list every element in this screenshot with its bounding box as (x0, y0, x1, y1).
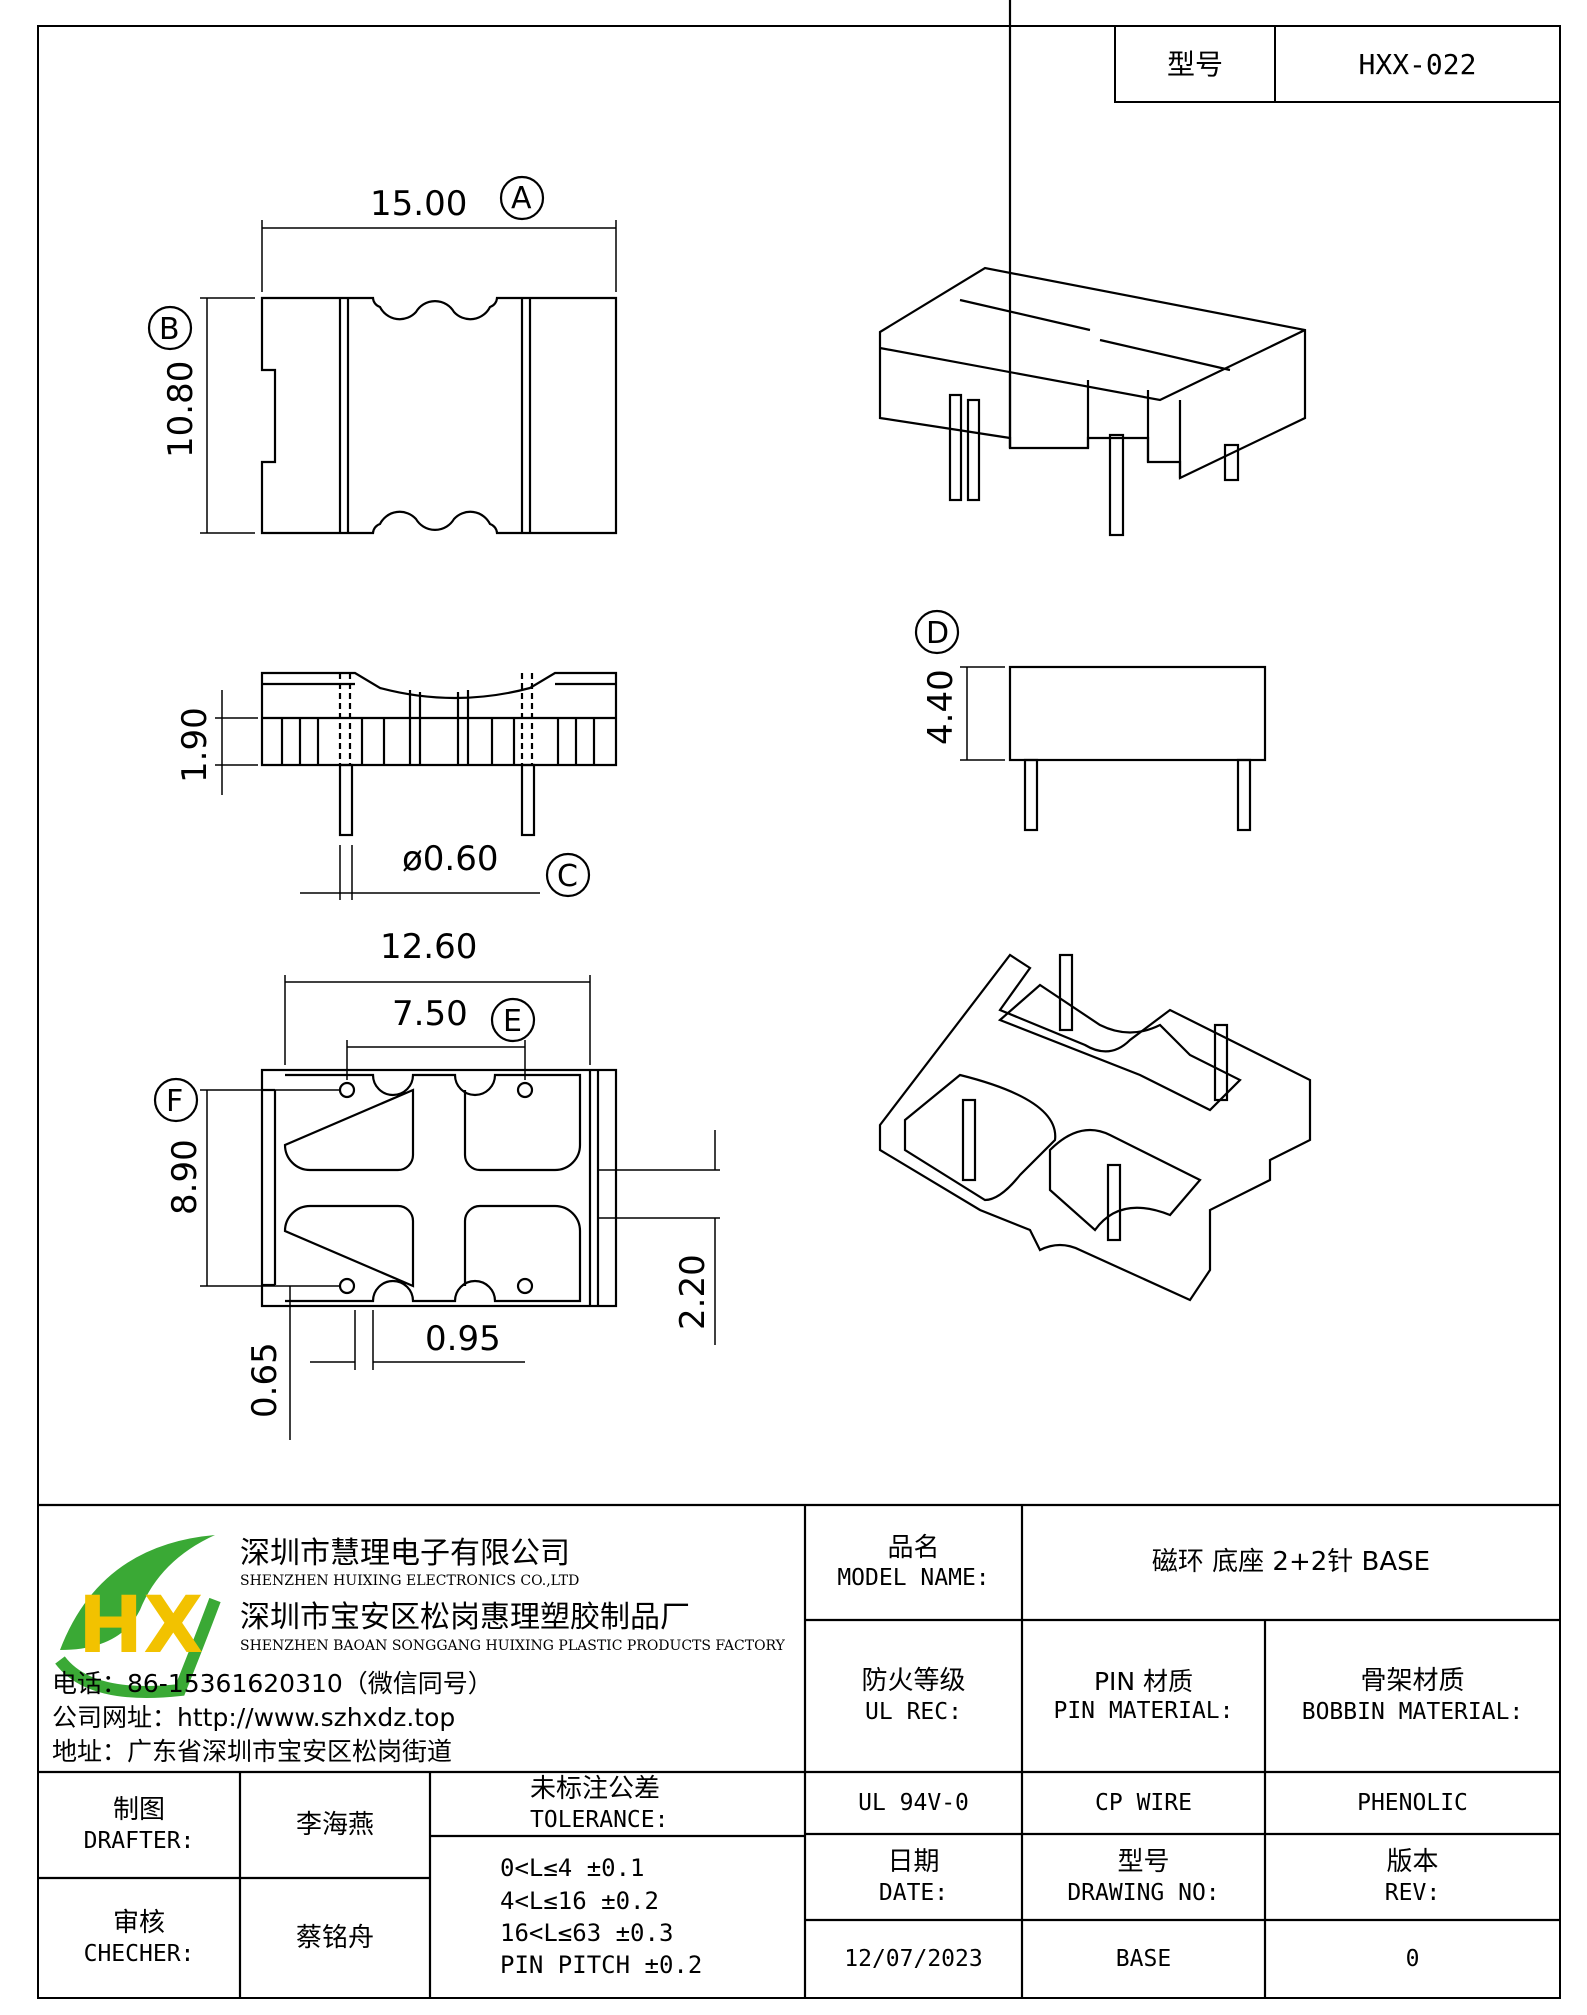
sheet-border (37, 25, 1561, 1999)
dim-side-pin-offset: 1.90 (175, 707, 215, 783)
model-name-cn: 品名 (887, 1532, 940, 1563)
ul-en: UL REC: (865, 1698, 962, 1725)
dim-ref-a: A (511, 181, 532, 216)
drafter-name: 李海燕 (295, 1809, 374, 1840)
rev-header: 版本 REV: (1265, 1834, 1560, 1920)
dimension-labels: 15.00 A 10.80 B 1.90 ø0.60 C 4.40 D 12.6… (159, 181, 961, 1418)
dim-ref-e: E (503, 1004, 522, 1039)
company-website: 公司网址：http://www.szhxdz.top (52, 1703, 456, 1732)
drawing-no-cn: 型号 (1117, 1847, 1170, 1878)
date-en: DATE: (878, 1879, 949, 1906)
ul-cn: 防火等级 (861, 1666, 966, 1697)
part-number-value: HXX-022 (1358, 47, 1477, 81)
dim-slot-width: 0.95 (425, 1319, 501, 1359)
drawing-no-en: DRAWING NO: (1067, 1879, 1220, 1906)
pin-material-value: CP WIRE (1095, 1789, 1192, 1816)
isometric-view-bottom (878, 953, 1312, 1302)
drafter-cn: 制图 (112, 1795, 165, 1826)
title-block-grid (38, 1503, 1560, 1998)
company-logo: HX (55, 1535, 221, 1698)
checker-header: 审核 CHECHER: (38, 1878, 240, 1998)
bobbin-material-cn: 骨架材质 (1360, 1666, 1465, 1697)
checker-en: CHECHER: (83, 1940, 195, 1967)
dim-left-offset: 0.65 (245, 1342, 285, 1418)
tolerance-en: TOLERANCE: (530, 1806, 669, 1833)
tolerance-row: 16<L≤63 ±0.3 (500, 1919, 674, 1947)
pin-material-cn: PIN 材质 (1093, 1667, 1194, 1696)
rev-cn: 版本 (1386, 1847, 1439, 1878)
bottom-view (153, 975, 720, 1440)
dim-ref-f: F (166, 1084, 183, 1119)
tolerance-cn: 未标注公差 (530, 1774, 661, 1805)
bobbin-material-en: BOBBIN MATERIAL: (1301, 1698, 1524, 1725)
part-number-label: 型号 (1166, 47, 1223, 81)
model-name-header: 品名 MODEL NAME: (805, 1505, 1022, 1620)
logo-lettering: HX (78, 1581, 203, 1671)
rev-en: REV: (1384, 1879, 1441, 1906)
dim-height: 4.40 (921, 669, 961, 745)
dim-ref-b: B (159, 312, 180, 347)
front-view (215, 671, 618, 900)
tolerance-list: 0<L≤4 ±0.1 4<L≤16 ±0.2 16<L≤63 ±0.3 PIN … (430, 1836, 805, 1998)
ul-value: UL 94V-0 (858, 1789, 969, 1816)
isometric-view-top (878, 0, 1307, 537)
tolerance-header: 未标注公差 TOLERANCE: (430, 1772, 805, 1836)
factory-name-en: SHENZHEN BAOAN SONGGANG HUIXING PLASTIC … (240, 1638, 785, 1654)
company-name-cn: 深圳市慧理电子有限公司 (240, 1536, 570, 1571)
dim-right-offset: 2.20 (673, 1254, 713, 1330)
checker-name: 蔡铭舟 (295, 1922, 374, 1953)
tolerance-row: PIN PITCH ±0.2 (500, 1951, 703, 1980)
part-number-box (1114, 25, 1561, 103)
pin-material-header: PIN 材质 PIN MATERIAL: (1022, 1620, 1265, 1772)
model-name-value: 磁环 底座 2+2针 BASE (1151, 1547, 1431, 1578)
dim-top-height: 10.80 (161, 361, 201, 458)
checker-cn: 审核 (112, 1908, 165, 1939)
dim-bottom-width: 12.60 (380, 927, 477, 967)
date-header: 日期 DATE: (805, 1834, 1022, 1920)
dim-pin-diameter: ø0.60 (402, 839, 499, 879)
dim-ref-c: C (557, 859, 578, 894)
tolerance-row: 4<L≤16 ±0.2 (500, 1886, 659, 1915)
bobbin-material-header: 骨架材质 BOBBIN MATERIAL: (1265, 1620, 1560, 1772)
company-address: 地址：广东省深圳市宝安区松岗街道 (52, 1737, 453, 1766)
tolerance-row: 0<L≤4 ±0.1 (500, 1854, 645, 1883)
dim-top-width: 15.00 (370, 184, 467, 224)
dim-pin-span: 7.50 (392, 994, 468, 1034)
drawing-no-header: 型号 DRAWING NO: (1022, 1834, 1265, 1920)
dim-vertical-pitch: 8.90 (165, 1139, 205, 1215)
ul-header: 防火等级 UL REC: (805, 1620, 1022, 1772)
date-cn: 日期 (887, 1847, 940, 1878)
drafter-en: DRAFTER: (83, 1827, 195, 1854)
pin-material-en: PIN MATERIAL: (1053, 1698, 1234, 1725)
side-view (914, 609, 1267, 832)
dim-ref-d: D (926, 616, 949, 651)
model-name-en: MODEL NAME: (837, 1565, 990, 1592)
drawing-no-value: BASE (1115, 1945, 1172, 1972)
rev-value: 0 (1405, 1945, 1420, 1972)
bobbin-material-value: PHENOLIC (1357, 1789, 1468, 1816)
factory-name-cn: 深圳市宝安区松岗惠理塑胶制品厂 (240, 1600, 690, 1635)
company-name-en: SHENZHEN HUIXING ELECTRONICS CO.,LTD (240, 1573, 580, 1589)
top-view (147, 175, 618, 535)
company-phone: 电话：86-15361620310（微信同号） (52, 1669, 493, 1698)
date-value: 12/07/2023 (844, 1945, 983, 1972)
drafter-header: 制图 DRAFTER: (38, 1772, 240, 1878)
